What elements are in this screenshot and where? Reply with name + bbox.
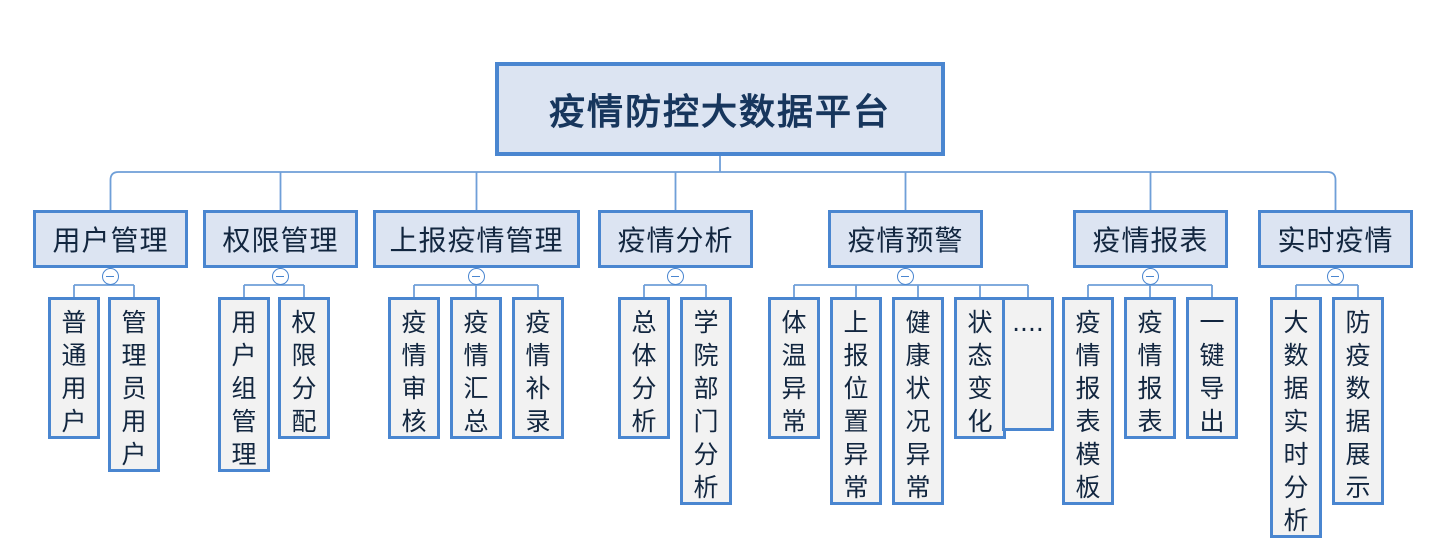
root-node-label: 疫情防控大数据平台 [548,92,891,133]
leaf-node[interactable]: .... [1002,297,1054,431]
leaf-node[interactable]: 上报位置异常 [830,297,882,505]
leaf-node-label: 状态变化 [967,308,993,436]
minus-circle-icon[interactable] [666,268,684,285]
leaf-node-label: 疫情报表模板 [1075,308,1101,502]
branch-node-label: 实时疫情 [1277,224,1394,257]
leaf-node[interactable]: 疫情汇总 [450,297,502,439]
leaf-node[interactable]: 疫情报表 [1124,297,1176,439]
minus-circle-icon[interactable] [1326,268,1344,285]
leaf-node-label: .... [1012,308,1044,337]
leaf-node[interactable]: 一键导出 [1186,297,1238,439]
minus-circle-icon[interactable] [467,268,485,285]
branch-node[interactable]: 用户管理 [33,210,188,268]
leaf-node-label: 权限分配 [291,308,317,436]
leaf-node-label: 体温异常 [781,308,807,436]
leaf-node-label: 总体分析 [631,308,657,436]
leaf-node[interactable]: 普通用户 [48,297,100,439]
branch-node-label: 疫情报表 [1092,224,1209,257]
leaf-node[interactable]: 体温异常 [768,297,820,439]
leaf-node[interactable]: 防疫数据展示 [1332,297,1384,505]
branch-node-label: 权限管理 [222,224,339,257]
leaf-node-label: 一键导出 [1199,308,1225,436]
leaf-node[interactable]: 权限分配 [278,297,330,439]
leaf-node-label: 健康状况异常 [905,308,931,502]
leaf-node-label: 疫情报表 [1137,308,1163,436]
minus-circle-icon[interactable] [1141,268,1159,285]
leaf-node-label: 管理员用户 [121,308,147,469]
leaf-node-label: 疫情汇总 [463,308,489,436]
branch-node-label: 疫情分析 [617,224,734,257]
branch-node-label: 上报疫情管理 [389,224,564,257]
branch-node[interactable]: 实时疫情 [1258,210,1413,268]
minus-circle-icon[interactable] [101,268,119,285]
branch-node[interactable]: 疫情分析 [598,210,753,268]
branch-node-label: 用户管理 [52,224,169,257]
leaf-node[interactable]: 疫情审核 [388,297,440,439]
branch-node[interactable]: 疫情报表 [1073,210,1228,268]
leaf-node[interactable]: 疫情报表模板 [1062,297,1114,505]
leaf-node-label: 疫情审核 [401,308,427,436]
leaf-node-label: 大数据实时分析 [1283,308,1309,535]
leaf-node-label: 普通用户 [61,308,87,436]
branch-node[interactable]: 上报疫情管理 [373,210,580,268]
branch-node-label: 疫情预警 [847,224,964,257]
root-node[interactable]: 疫情防控大数据平台 [495,62,945,156]
leaf-node[interactable]: 健康状况异常 [892,297,944,505]
minus-circle-icon[interactable] [271,268,289,285]
leaf-node-label: 用户组管理 [231,308,257,469]
branch-node[interactable]: 疫情预警 [828,210,983,268]
minus-circle-icon[interactable] [896,268,914,285]
leaf-node[interactable]: 状态变化 [954,297,1006,439]
leaf-node[interactable]: 疫情补录 [512,297,564,439]
leaf-node-label: 学院部门分析 [693,308,719,502]
leaf-node-label: 疫情补录 [525,308,551,436]
leaf-node[interactable]: 学院部门分析 [680,297,732,505]
leaf-node[interactable]: 用户组管理 [218,297,270,472]
leaf-node[interactable]: 总体分析 [618,297,670,439]
leaf-node[interactable]: 管理员用户 [108,297,160,472]
leaf-node[interactable]: 大数据实时分析 [1270,297,1322,538]
leaf-node-label: 防疫数据展示 [1345,308,1371,502]
branch-node[interactable]: 权限管理 [203,210,358,268]
leaf-node-label: 上报位置异常 [843,308,869,502]
